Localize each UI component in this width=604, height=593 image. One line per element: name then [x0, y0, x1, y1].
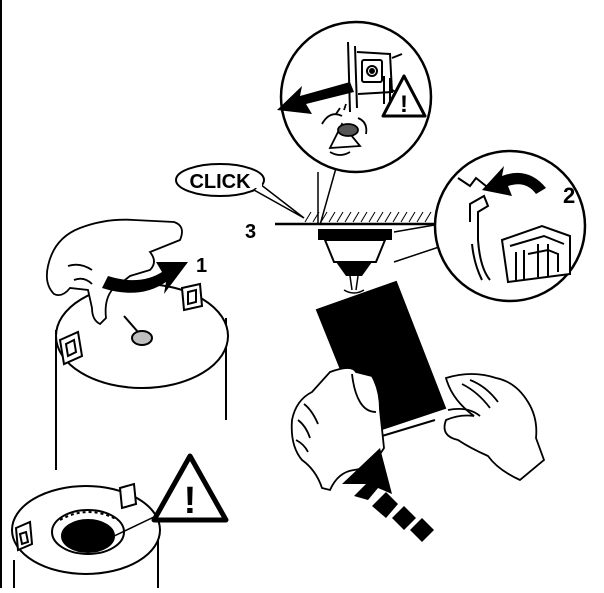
tank-icon — [56, 284, 228, 470]
top-callout-lines — [318, 168, 336, 225]
warning-symbol-large: ! — [184, 480, 197, 522]
tank-bottom-icon — [12, 484, 160, 588]
mount-plate — [275, 212, 438, 293]
step1-label: 1 — [196, 255, 207, 277]
warning-triangle-large-icon: ! — [154, 456, 226, 522]
step3-label: 3 — [245, 221, 256, 243]
latch-detail-circle: ! — [277, 22, 431, 172]
release-detail-circle: 2 — [435, 151, 585, 301]
click-label: CLICK — [189, 171, 251, 193]
step2-label: 2 — [563, 183, 575, 208]
click-callout: CLICK — [176, 164, 304, 218]
warning-symbol: ! — [400, 91, 408, 118]
